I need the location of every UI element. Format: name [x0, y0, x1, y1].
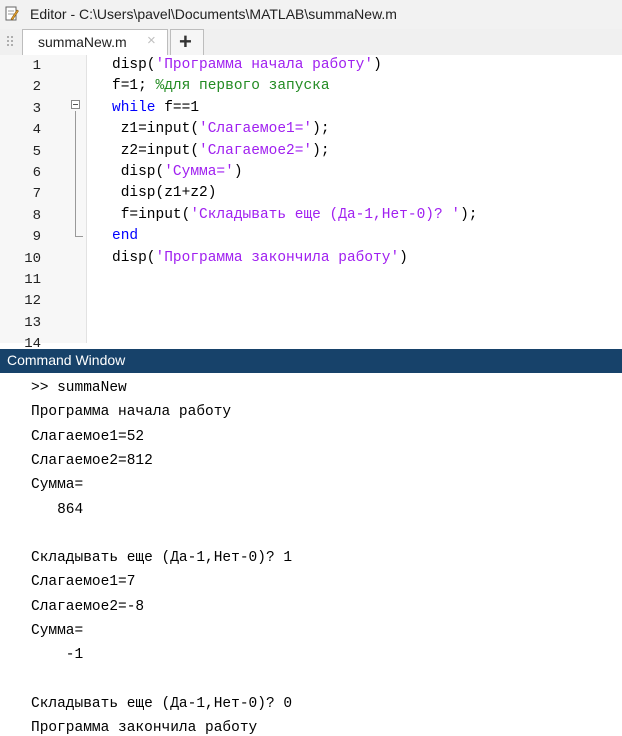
code-token: z1=input(	[112, 121, 200, 138]
code-token: disp(z1+z2)	[112, 185, 217, 202]
code-token: %для первого запуска	[155, 78, 330, 95]
command-output-line: 864	[31, 501, 84, 518]
code-text: while f==1	[112, 100, 199, 116]
code-token: disp(	[112, 249, 156, 266]
code-text: disp('Программа начала работу')	[112, 57, 382, 73]
code-token: 'Программа закончила работу'	[155, 249, 400, 266]
line-number: 7	[32, 186, 41, 203]
code-token: )	[233, 164, 243, 180]
code-token: end	[112, 228, 139, 245]
line-number: 4	[32, 122, 41, 139]
line-number: 11	[24, 272, 41, 288]
line-number: 13	[24, 314, 41, 331]
code-token: f=input(	[112, 206, 191, 223]
command-output-line: Слагаемое1=52	[31, 428, 145, 445]
command-window-header: Command Window	[0, 349, 622, 373]
line-number: 3	[32, 100, 41, 117]
code-token: f==1	[155, 99, 200, 116]
code-token: z2=input(	[112, 142, 200, 159]
code-text: z1=input('Слагаемое1=');	[112, 121, 330, 137]
code-line[interactable]: 9 end	[0, 227, 622, 248]
code-line[interactable]: 3 while f==1	[0, 99, 622, 120]
code-token: );	[312, 142, 330, 159]
command-output-line: Сумма=	[31, 623, 84, 639]
line-number: 14	[24, 336, 41, 353]
code-token: disp(	[112, 57, 156, 73]
code-token: );	[460, 206, 478, 223]
code-line[interactable]: 8 f=input('Складывать еще (Да-1,Нет-0)? …	[0, 206, 622, 227]
fold-guide	[75, 111, 76, 236]
grip-icon[interactable]	[6, 35, 14, 49]
code-line[interactable]: 12	[0, 291, 622, 312]
code-line[interactable]: 4 z1=input('Слагаемое1=');	[0, 120, 622, 141]
window-title: Editor - C:\Users\pavel\Documents\MATLAB…	[30, 6, 397, 22]
code-text: disp('Программа закончила работу')	[112, 250, 408, 266]
code-line[interactable]: 13	[0, 313, 622, 334]
command-output-line: Слагаемое2=-8	[31, 598, 145, 615]
new-tab-button[interactable]: +	[170, 29, 204, 55]
line-number: 6	[32, 165, 41, 181]
line-number: 5	[32, 143, 41, 160]
code-text: end	[112, 228, 138, 244]
fold-guide-end	[75, 236, 83, 237]
code-text: z2=input('Слагаемое2=');	[112, 143, 330, 159]
code-line[interactable]: 7 disp(z1+z2)	[0, 184, 622, 205]
code-token: )	[399, 249, 408, 266]
code-line[interactable]: 1 disp('Программа начала работу')	[0, 56, 622, 77]
tab-label: summaNew.m	[38, 34, 127, 50]
command-output-line: Складывать еще (Да-1,Нет-0)? 1	[31, 550, 293, 567]
line-number: 2	[32, 79, 41, 96]
line-number: 8	[32, 207, 41, 224]
line-number: 1	[32, 58, 41, 74]
tab-summanew[interactable]: summaNew.m ×	[22, 29, 168, 55]
line-number: 10	[24, 250, 41, 267]
code-token: 'Складывать еще (Да-1,Нет-0)? '	[190, 206, 461, 223]
command-output-line: Складывать еще (Да-1,Нет-0)? 0	[31, 695, 293, 712]
code-token: while	[112, 99, 156, 116]
code-token: 'Слагаемое1='	[199, 121, 313, 138]
command-output-line: Слагаемое1=7	[31, 574, 136, 591]
command-output-line: Программа начала работу	[31, 404, 232, 421]
code-line[interactable]: 11	[0, 270, 622, 291]
document-pen-icon	[5, 6, 19, 21]
line-number: 12	[24, 293, 41, 310]
command-output-line: >> summaNew	[31, 380, 127, 396]
title-bar: Editor - C:\Users\pavel\Documents\MATLAB…	[0, 0, 622, 29]
code-token: 'Сумма='	[164, 164, 234, 180]
code-line[interactable]: 6 disp('Сумма=')	[0, 163, 622, 184]
code-line[interactable]: 2 f=1; %для первого запуска	[0, 77, 622, 98]
code-token: );	[312, 121, 330, 138]
code-text: f=1; %для первого запуска	[112, 78, 330, 94]
editor-tab-bar: summaNew.m × +	[0, 29, 622, 56]
command-output-line: Сумма=	[31, 477, 84, 494]
code-token: 'Программа начала работу'	[155, 57, 374, 73]
code-token: )	[373, 57, 382, 73]
close-icon[interactable]: ×	[147, 32, 156, 49]
code-text: disp(z1+z2)	[112, 185, 217, 202]
command-window-title: Command Window	[7, 352, 126, 368]
code-line[interactable]: 5 z2=input('Слагаемое2=');	[0, 142, 622, 163]
line-number: 9	[32, 229, 41, 246]
command-output-line: Слагаемое2=812	[31, 452, 153, 469]
code-line[interactable]: 14	[0, 334, 622, 355]
code-text: disp('Сумма=')	[112, 164, 243, 180]
code-text: f=input('Складывать еще (Да-1,Нет-0)? ')…	[112, 206, 478, 223]
command-output-line: -1	[31, 647, 84, 664]
fold-minus-icon[interactable]	[71, 100, 80, 109]
code-token: f=1;	[112, 78, 156, 95]
code-token: 'Слагаемое2='	[199, 142, 313, 159]
code-token: disp(	[112, 164, 165, 180]
plus-icon: +	[179, 29, 192, 54]
code-line[interactable]: 10 disp('Программа закончила работу')	[0, 249, 622, 270]
command-output-line: Программа закончила работу	[31, 720, 258, 736]
